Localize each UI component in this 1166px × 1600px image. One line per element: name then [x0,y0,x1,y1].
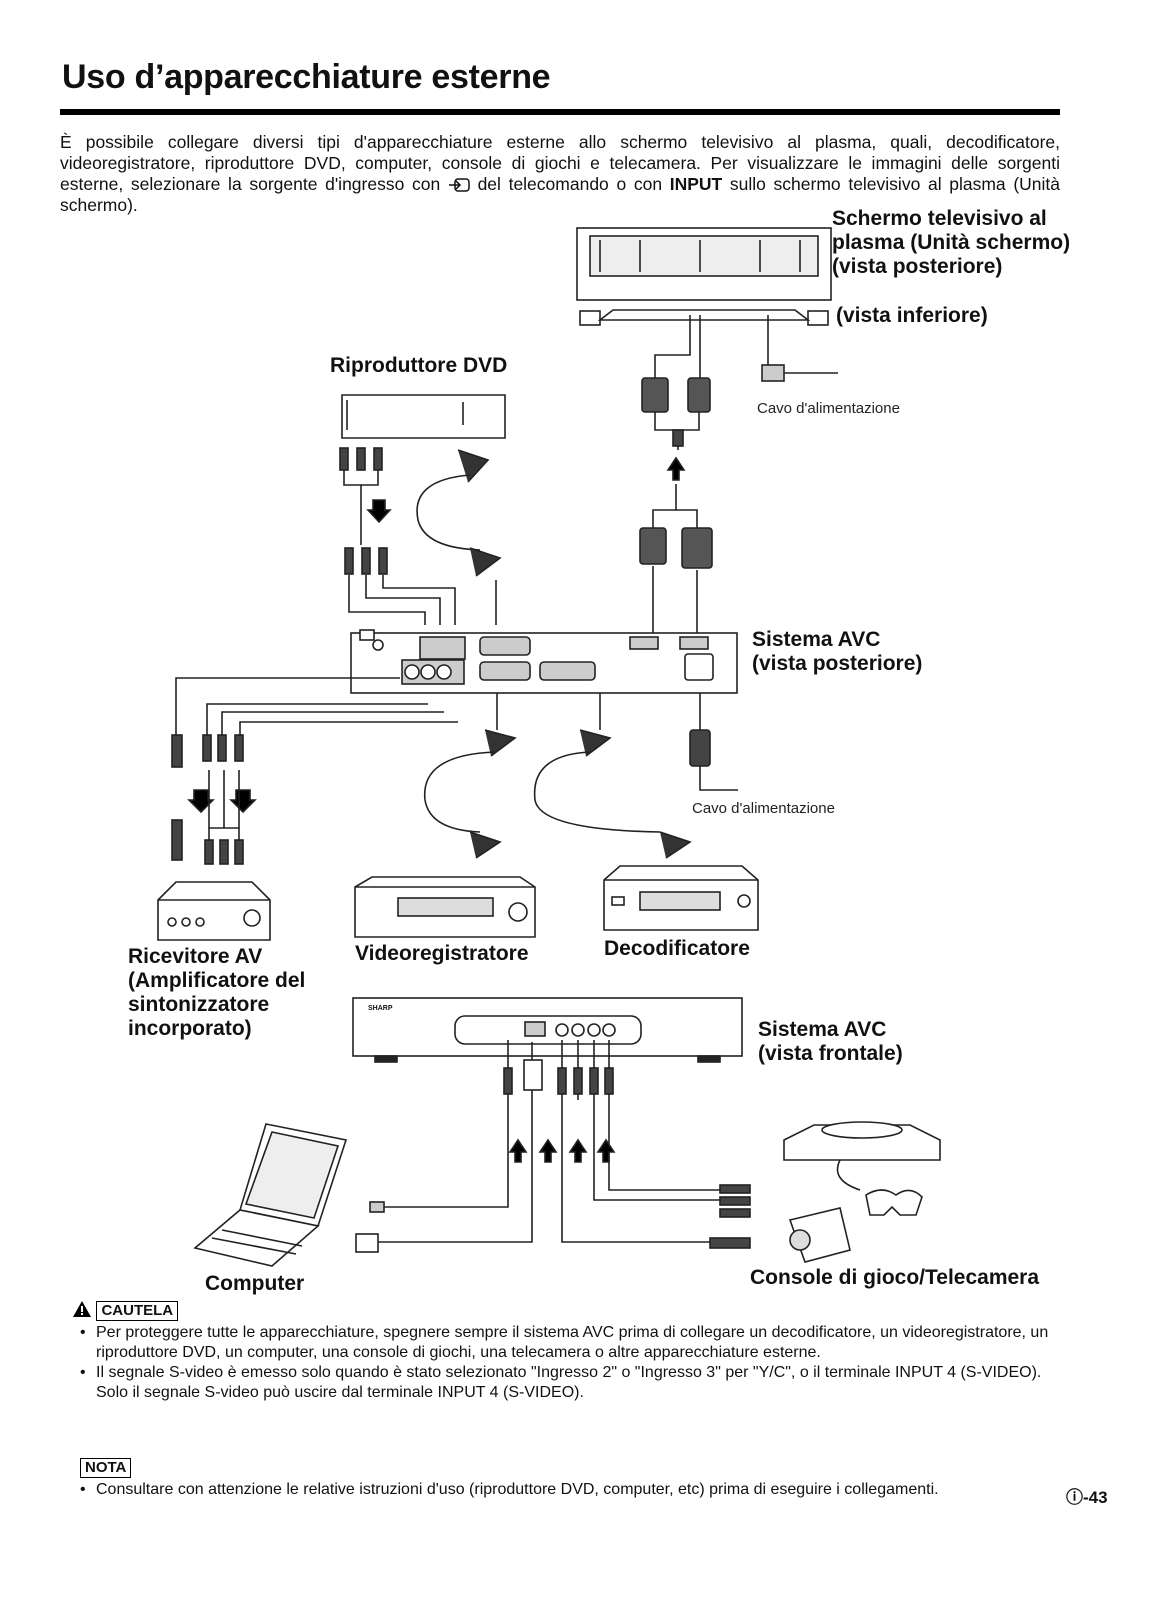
avc-rear-label: Sistema AVC (vista posteriore) [752,628,923,675]
caution-list: Per proteggere tutte le apparecchiature,… [80,1323,1070,1403]
plasma-screen-bottom-illustration [579,309,829,326]
power-cable-label-1: Cavo d'alimentazione [757,400,900,417]
dvd-label: Riproduttore DVD [330,354,508,377]
caution-section: CAUTELA Per proteggere tutte le apparecc… [73,1300,1070,1403]
vcr-label: Videoregistratore [355,942,529,965]
plasma-screen-rear-illustration [576,227,832,301]
caution-tag: CAUTELA [96,1301,179,1321]
note-section: NOTA Consultare con attenzione le relati… [80,1458,1070,1500]
intro-text-2: del telecomando o con [477,174,663,194]
decoder-label: Decodificatore [604,937,750,960]
screen-rear-label: Schermo televisivo al plasma (Unità sche… [832,207,1071,278]
av-receiver-illustration [157,881,271,941]
dvd-player-illustration [341,394,506,439]
page-number: ⓘ-43 [1066,1488,1108,1507]
caution-item: Il segnale S-video è emesso solo quando … [80,1363,1070,1403]
vcr-illustration [354,876,536,938]
avc-system-front-illustration [352,997,743,1063]
screen-bottom-label: (vista inferiore) [836,304,988,327]
computer-label: Computer [205,1272,305,1295]
av-receiver-label: Ricevitore AV (Amplificatore del sintoni… [128,945,306,1040]
power-cable-label-2: Cavo d'alimentazione [692,800,835,817]
avc-system-rear-illustration [350,629,738,694]
page-title: Uso d’apparecchiature esterne [62,58,551,96]
console-label: Console di gioco/Telecamera [750,1266,1040,1289]
camcorder-illustration [788,1207,851,1263]
caution-item: Per proteggere tutte le apparecchiature,… [80,1323,1070,1363]
intro-input-word: INPUT [669,174,723,194]
note-tag: NOTA [80,1458,132,1478]
intro-paragraph: È possibile collegare diversi tipi d'app… [60,132,1060,216]
warning-icon [72,1301,96,1319]
brand-logo: SHARP [368,1005,393,1012]
note-item: Consultare con attenzione le relative is… [80,1480,1070,1500]
intro-text-1: È possibile collegare diversi tipi d'app… [60,132,1060,194]
game-console-illustration [783,1121,941,1216]
note-list: Consultare con attenzione le relative is… [80,1480,1070,1500]
avc-front-label: Sistema AVC (vista frontale) [758,1018,903,1065]
intro-text-3: sullo schermo televisivo al plasma (Unit… [60,174,1061,215]
title-rule [60,109,1060,115]
caution-header: CAUTELA [72,1300,1070,1321]
input-select-icon [448,174,478,194]
laptop-computer-illustration [193,1123,348,1267]
note-header: NOTA [80,1458,1070,1478]
decoder-illustration [603,865,759,931]
